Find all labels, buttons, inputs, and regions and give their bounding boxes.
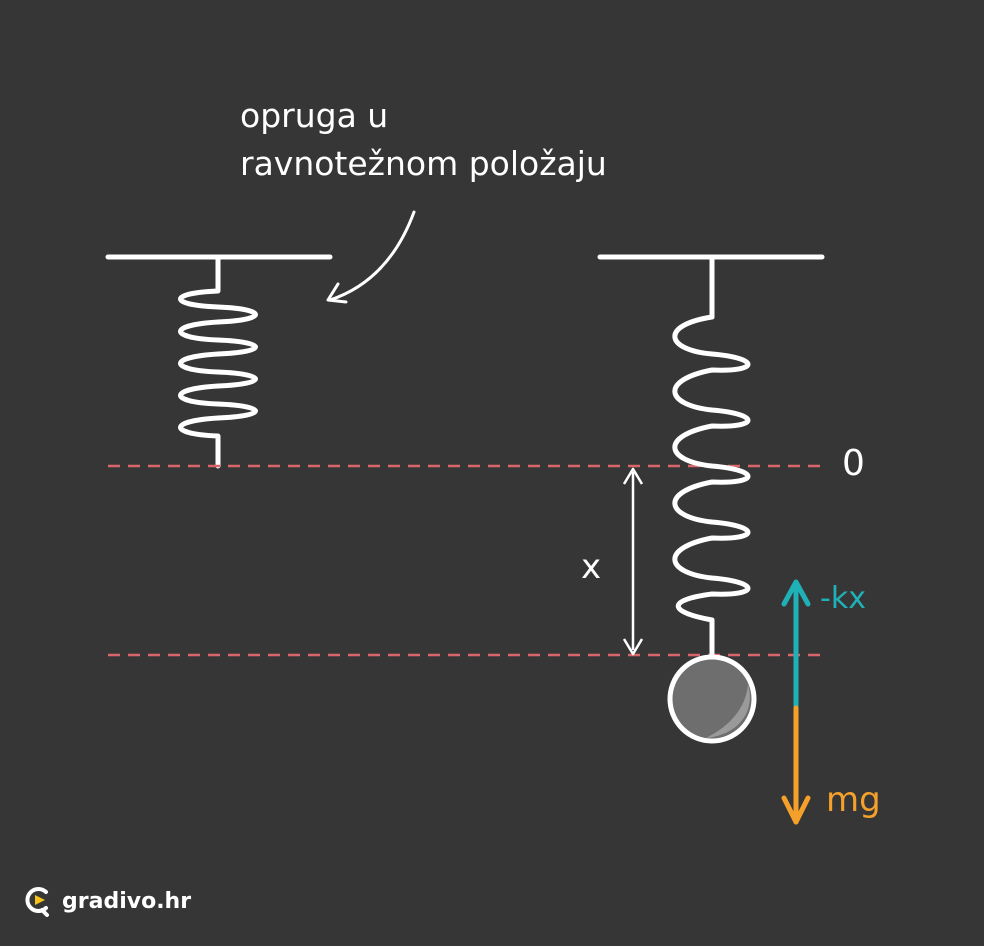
gravity-force-arrow: [781, 705, 811, 825]
caption-line-1: opruga u: [240, 96, 389, 135]
stretched-spring-assembly: [597, 254, 825, 744]
spring-force-arrow: [781, 579, 811, 709]
equilibrium-label: 0: [842, 443, 865, 484]
caption-line-2: ravnotežnom položaju: [240, 144, 607, 183]
caption-pointer-arrow: [326, 210, 416, 304]
gradivo-logo[interactable]: gradivo.hr: [24, 884, 191, 918]
stretched-spring-coil: [672, 254, 751, 658]
gravity-force-label: mg: [826, 780, 881, 820]
gradivo-play-icon: [25, 887, 49, 917]
relaxed-spring-assembly: [105, 254, 333, 469]
displacement-label: x: [581, 547, 602, 587]
mass-ball: [667, 654, 757, 744]
logo-text: gradivo.hr: [62, 888, 192, 914]
relaxed-spring-coil: [178, 254, 258, 469]
spring-force-label: -kx: [820, 581, 866, 616]
displacement-arrow: [622, 467, 644, 656]
